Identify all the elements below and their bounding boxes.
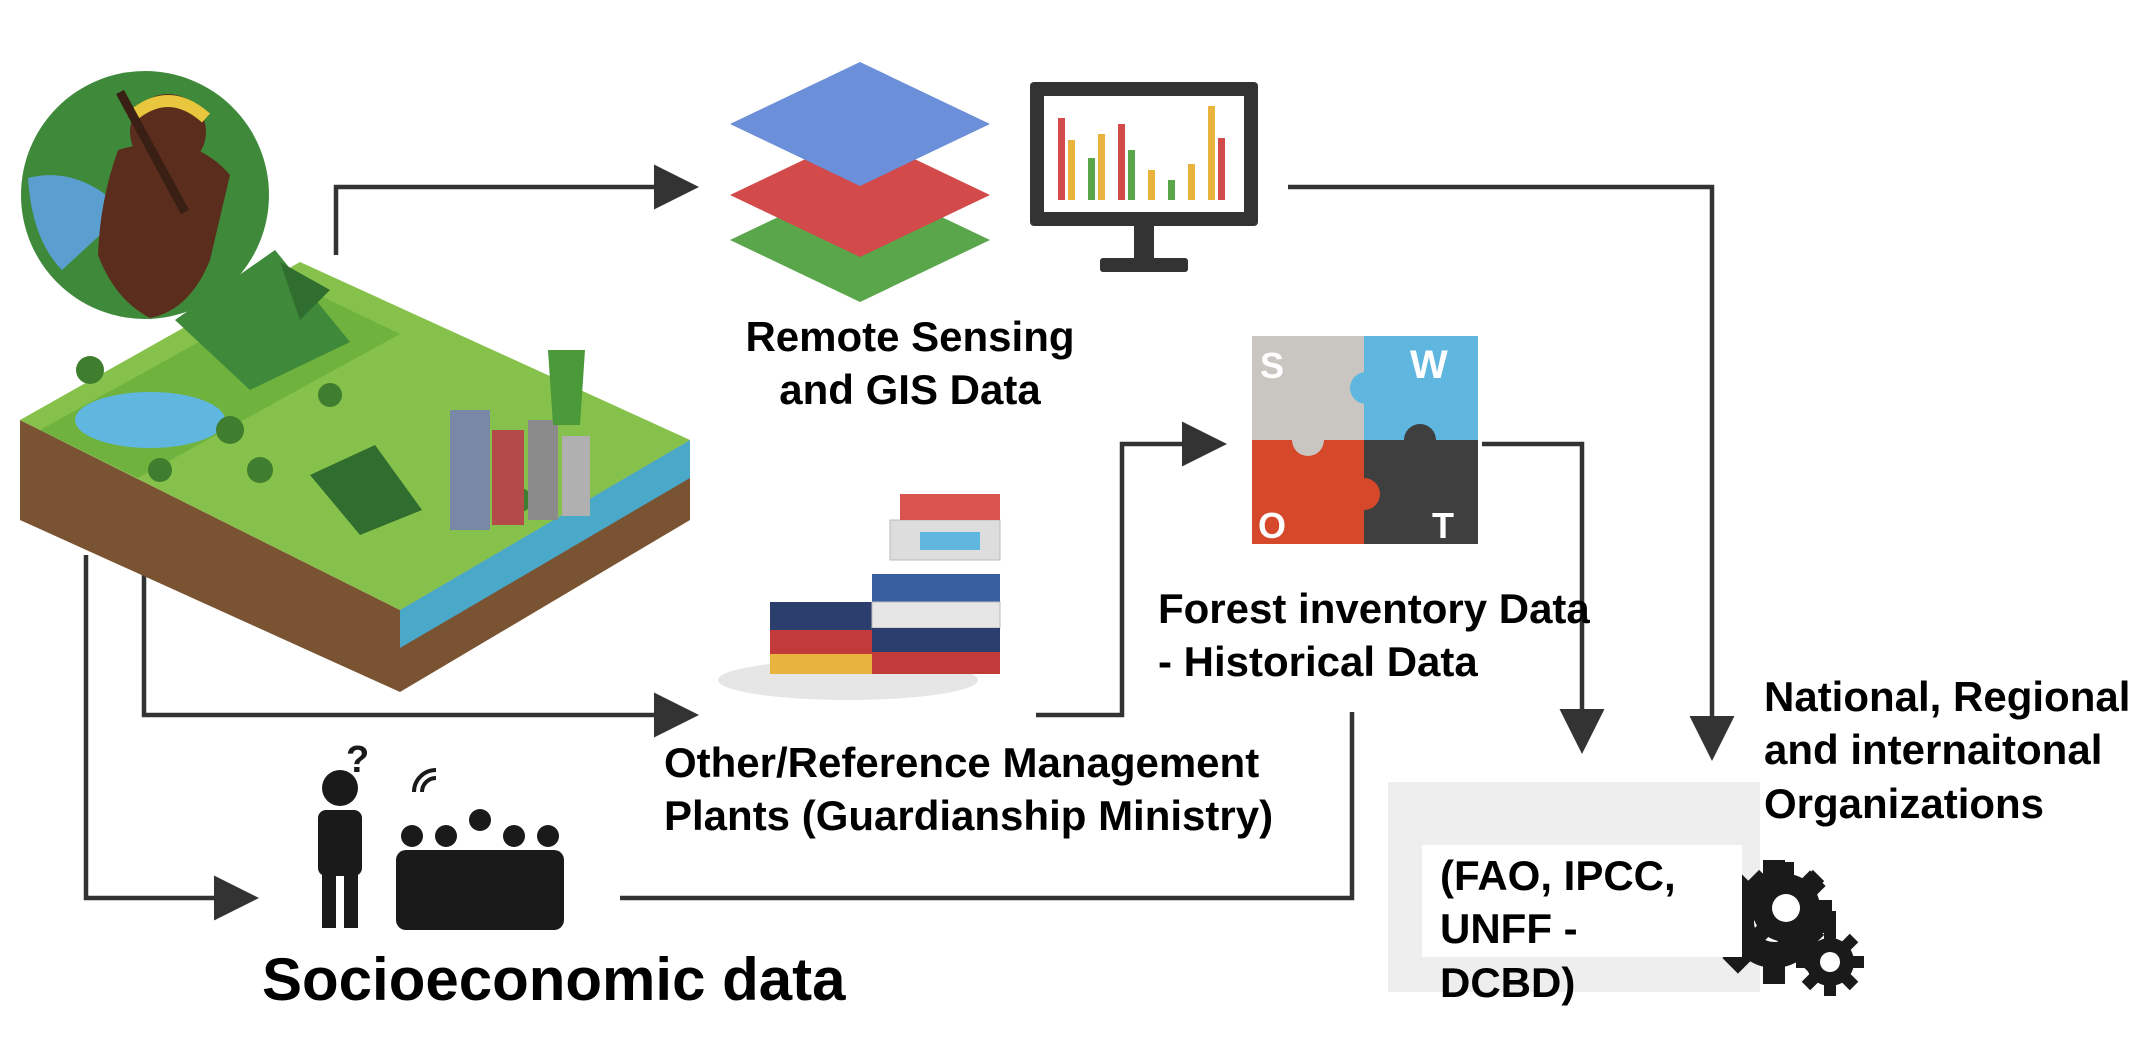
arrow-monitor-to-organizations (1288, 184, 1735, 761)
organizations-label: National, Regional and internaitonal Org… (1764, 673, 2131, 827)
arrow-swot-to-organizations (1482, 441, 1605, 754)
reference-management-plans-label: Other/Reference Management Plants (Guard… (664, 739, 1274, 840)
isometric-landscape-icon (20, 250, 690, 692)
binders-stack-icon (718, 494, 1001, 700)
connector-arrows (83, 164, 1735, 921)
arrow-landscape-to-remote-sensing (333, 164, 699, 255)
forest-inventory-label: Forest inventory Data - Historical Data (1158, 585, 1590, 686)
remote-sensing-label: Remote Sensing and GIS Data (745, 313, 1075, 414)
line-socioeconomic-to-forest-inventory (620, 712, 1355, 901)
people-group-icon: ? (318, 739, 564, 930)
socioeconomic-data-label: Socioeconomic data (262, 946, 846, 1013)
swot-s-letter: S (1260, 345, 1284, 386)
bar-chart-monitor-icon (1030, 82, 1258, 272)
swot-puzzle-icon: S W O T (1252, 336, 1478, 546)
gears-icon (1712, 860, 1864, 996)
gis-layers-icon (730, 62, 990, 302)
arrow-landscape-to-management-plans (141, 545, 699, 738)
arrow-plans-to-swot (1036, 421, 1227, 718)
swot-o-letter: O (1258, 505, 1286, 546)
swot-t-letter: T (1432, 505, 1454, 546)
arrow-landscape-to-socioeconomic (83, 555, 259, 921)
indigenous-person-icon (21, 71, 269, 319)
organizations-examples-label: (FAO, IPCC, UNFF - DCBD) (1422, 845, 1742, 1006)
svg-text:?: ? (346, 739, 369, 781)
swot-w-letter: W (1410, 343, 1448, 387)
